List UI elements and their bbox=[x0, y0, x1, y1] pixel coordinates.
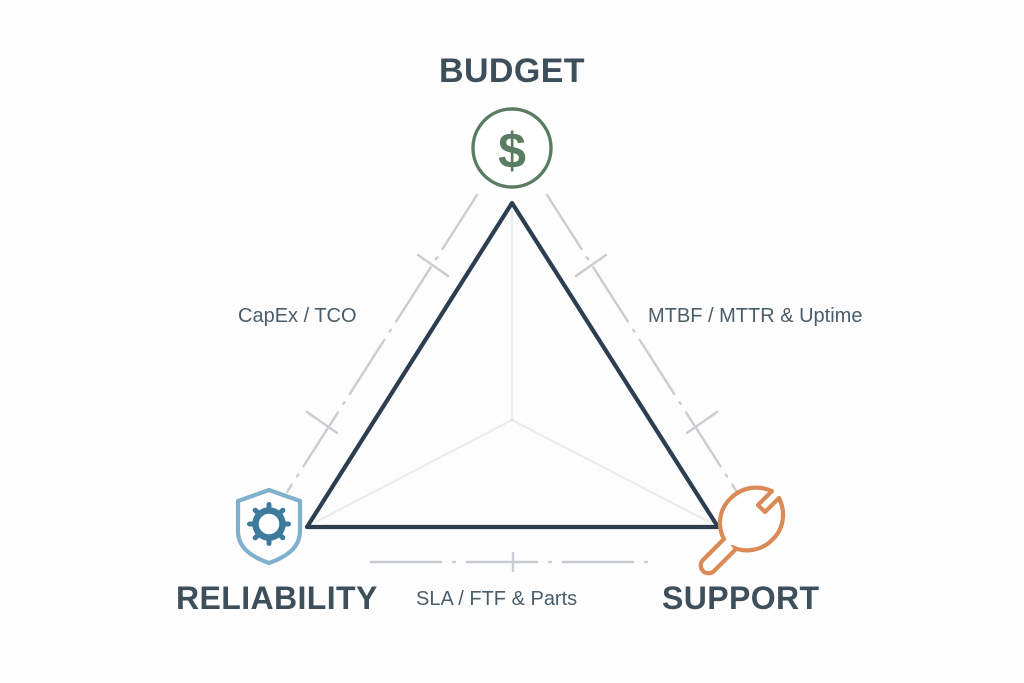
guide-line-left bbox=[285, 193, 479, 494]
main-triangle bbox=[304, 200, 721, 530]
gear-glyph bbox=[247, 502, 291, 546]
edge-label-mtbf-mttr-uptime: MTBF / MTTR & Uptime bbox=[648, 305, 863, 327]
guide-tick-left-upper bbox=[416, 253, 450, 278]
edge-label-capex-tco: CapEx / TCO bbox=[238, 305, 357, 327]
gear-teeth bbox=[247, 502, 291, 546]
guide-bottom bbox=[369, 551, 661, 573]
guide-tick-left-lower bbox=[305, 410, 339, 435]
vertex-label-support: SUPPORT bbox=[662, 580, 820, 616]
dollar-sign-glyph: $ bbox=[498, 123, 526, 179]
shield-gear-icon bbox=[235, 487, 303, 566]
shield-outline bbox=[235, 487, 303, 566]
guide-tick-right-upper bbox=[574, 253, 608, 278]
guide-tick-right-lower bbox=[685, 410, 719, 435]
wrench-handle bbox=[698, 536, 738, 576]
dollar-circle-outline bbox=[471, 107, 553, 189]
edge-label-sla-ftf-parts: SLA / FTF & Parts bbox=[416, 588, 578, 610]
spoke-to-support bbox=[511, 419, 712, 524]
guide-right bbox=[545, 193, 739, 494]
spoke-to-reliability bbox=[313, 419, 513, 524]
vertex-label-reliability: RELIABILITY bbox=[176, 580, 378, 616]
centroid-point bbox=[510, 418, 514, 422]
dollar-circle-icon: $ bbox=[471, 107, 553, 189]
wrench-icon bbox=[698, 485, 786, 576]
vertex-label-budget: BUDGET bbox=[439, 52, 585, 90]
interior-spokes bbox=[313, 210, 712, 524]
guide-left bbox=[285, 193, 479, 494]
guide-line-right bbox=[545, 193, 739, 494]
